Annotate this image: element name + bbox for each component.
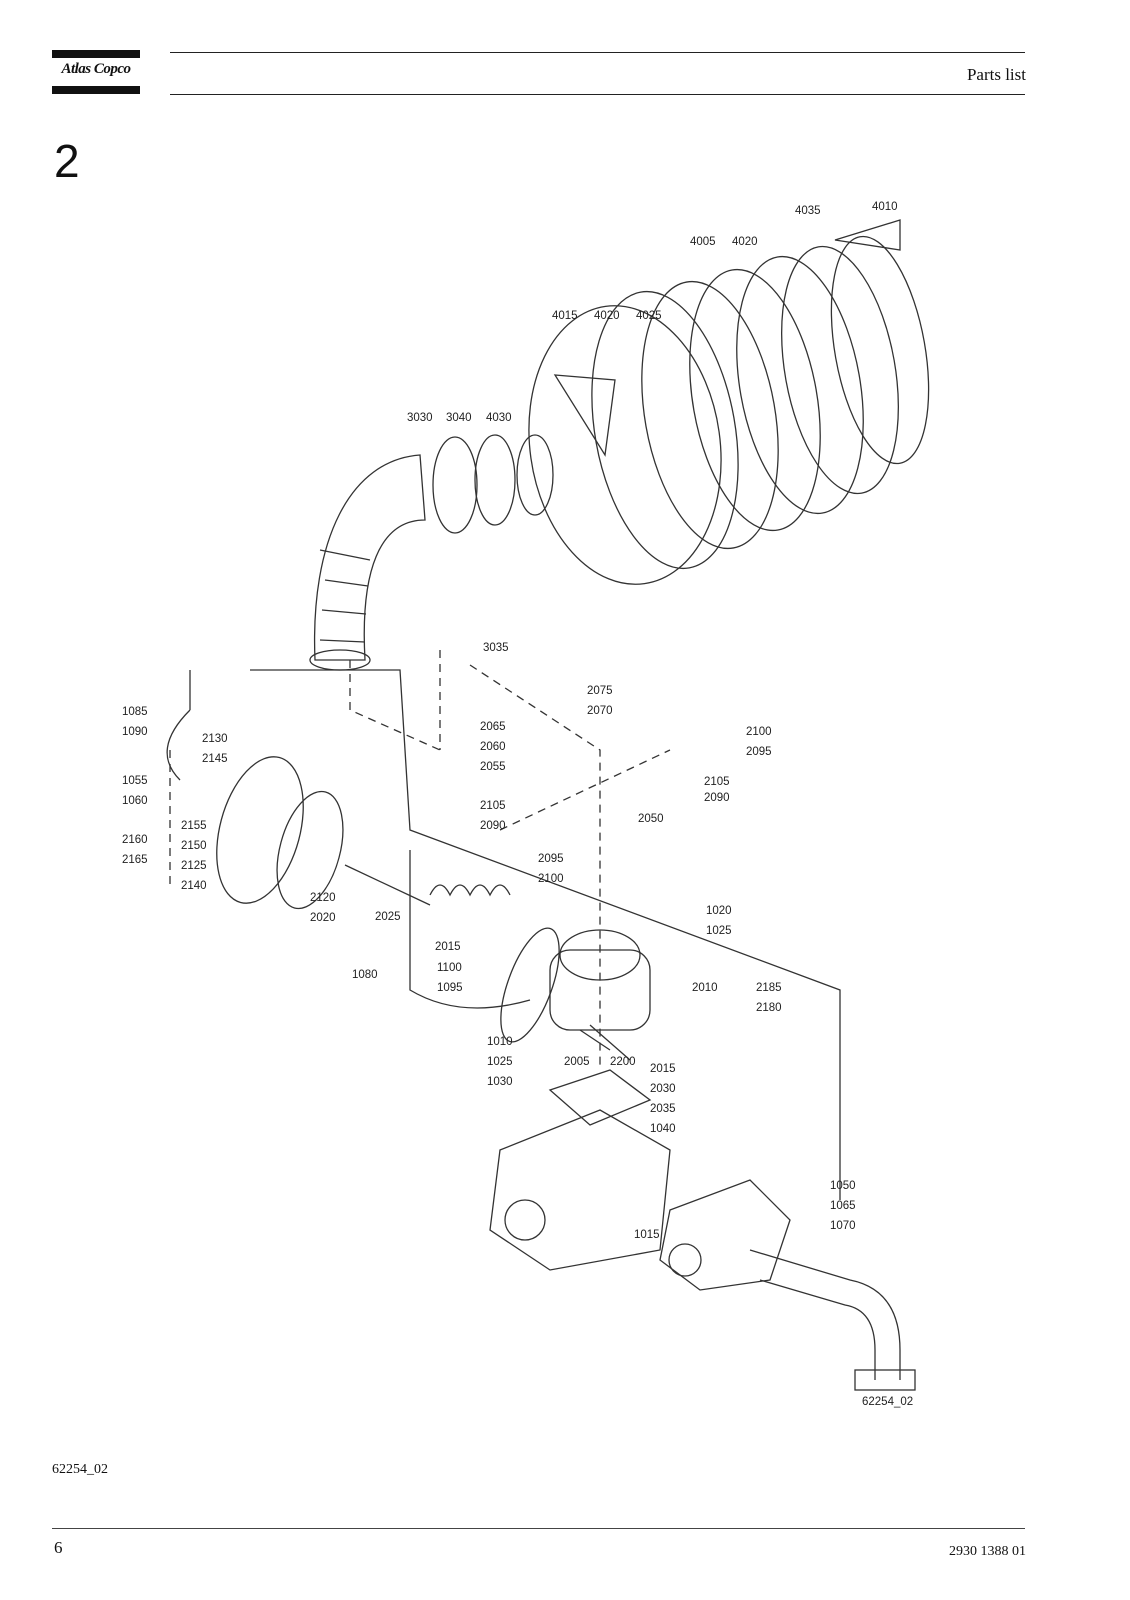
part-label-1095: 1095: [437, 982, 463, 994]
part-label-1015: 1015: [634, 1229, 660, 1241]
part-label-3030: 3030: [407, 412, 433, 424]
page-number: 6: [54, 1538, 63, 1557]
part-label-1050: 1050: [830, 1180, 856, 1192]
part-label-2095: 2095: [538, 853, 564, 865]
figure-reference: 62254_02: [52, 1462, 108, 1477]
part-label-2100: 2100: [538, 873, 564, 885]
part-label-2005: 2005: [564, 1056, 590, 1068]
part-label-2065: 2065: [480, 721, 506, 733]
part-label-2105: 2105: [480, 800, 506, 812]
document-number: 2930 1388 01: [949, 1544, 1026, 1559]
part-label-2090: 2090: [480, 820, 506, 832]
diagram-artwork: [166, 219, 930, 1391]
part-label-2020: 2020: [310, 912, 336, 924]
part-number-labels: 4035 4010 4005 4020 4015 4020 4025 3030 3040 4030…: [122, 201, 913, 1408]
part-label-2145: 2145: [202, 753, 228, 765]
part-label-2095: 2095: [746, 746, 772, 758]
part-label-2120: 2120: [310, 892, 336, 904]
part-label-2140: 2140: [181, 880, 207, 892]
part-label-2165: 2165: [122, 854, 148, 866]
part-label-2200: 2200: [610, 1056, 636, 1068]
part-label-1090: 1090: [122, 726, 148, 738]
part-label-1060: 1060: [122, 795, 148, 807]
part-label-1010: 1010: [487, 1036, 513, 1048]
part-label-1030: 1030: [487, 1076, 513, 1088]
part-label-2050: 2050: [638, 813, 664, 825]
part-label-2035: 2035: [650, 1103, 676, 1115]
part-label-2055: 2055: [480, 761, 506, 773]
part-label-2015: 2015: [435, 941, 461, 953]
part-label-2130: 2130: [202, 733, 228, 745]
part-label-2155: 2155: [181, 820, 207, 832]
part-label-1100: 1100: [437, 962, 462, 974]
part-label-4015: 4015: [552, 310, 578, 322]
part-label-2070: 2070: [587, 705, 613, 717]
part-label-2185: 2185: [756, 982, 782, 994]
part-label-2090: 2090: [704, 792, 730, 804]
exploded-parts-diagram: 4035 4010 4005 4020 4015 4020 4025 3030 3040 4030…: [122, 201, 930, 1408]
part-label-4010: 4010: [872, 201, 898, 213]
part-label-1085: 1085: [122, 706, 148, 718]
header-title: Parts list: [966, 65, 1026, 84]
part-label-62254_02: 62254_02: [862, 1396, 913, 1408]
part-label-1040: 1040: [650, 1123, 676, 1135]
header-rule-bottom: [170, 94, 1025, 95]
part-label-2030: 2030: [650, 1083, 676, 1095]
part-label-2060: 2060: [480, 741, 506, 753]
part-label-2025: 2025: [375, 911, 401, 923]
atlas-copco-logo: Atlas Copco: [52, 50, 140, 94]
part-label-4035: 4035: [795, 205, 821, 217]
part-label-2075: 2075: [587, 685, 613, 697]
part-label-3035: 3035: [483, 642, 509, 654]
part-label-1065: 1065: [830, 1200, 856, 1212]
header-rule-top: [170, 52, 1025, 53]
part-label-2015: 2015: [650, 1063, 676, 1075]
part-label-4025: 4025: [636, 310, 662, 322]
part-label-4020: 4020: [594, 310, 620, 322]
part-label-3040: 3040: [446, 412, 472, 424]
section-number: 2: [54, 135, 80, 187]
part-label-2150: 2150: [181, 840, 207, 852]
part-label-1080: 1080: [352, 969, 378, 981]
part-label-2125: 2125: [181, 860, 207, 872]
part-label-4005: 4005: [690, 236, 716, 248]
part-label-1070: 1070: [830, 1220, 856, 1232]
part-label-2010: 2010: [692, 982, 718, 994]
part-label-1025: 1025: [487, 1056, 513, 1068]
part-label-2180: 2180: [756, 1002, 782, 1014]
part-label-2105: 2105: [704, 776, 730, 788]
part-label-4020: 4020: [732, 236, 758, 248]
logo-text: Atlas Copco: [61, 61, 131, 77]
part-label-2160: 2160: [122, 834, 148, 846]
part-label-1025: 1025: [706, 925, 732, 937]
part-label-1020: 1020: [706, 905, 732, 917]
part-label-1055: 1055: [122, 775, 148, 787]
part-label-4030: 4030: [486, 412, 512, 424]
part-label-2100: 2100: [746, 726, 772, 738]
footer-rule: [52, 1528, 1025, 1529]
